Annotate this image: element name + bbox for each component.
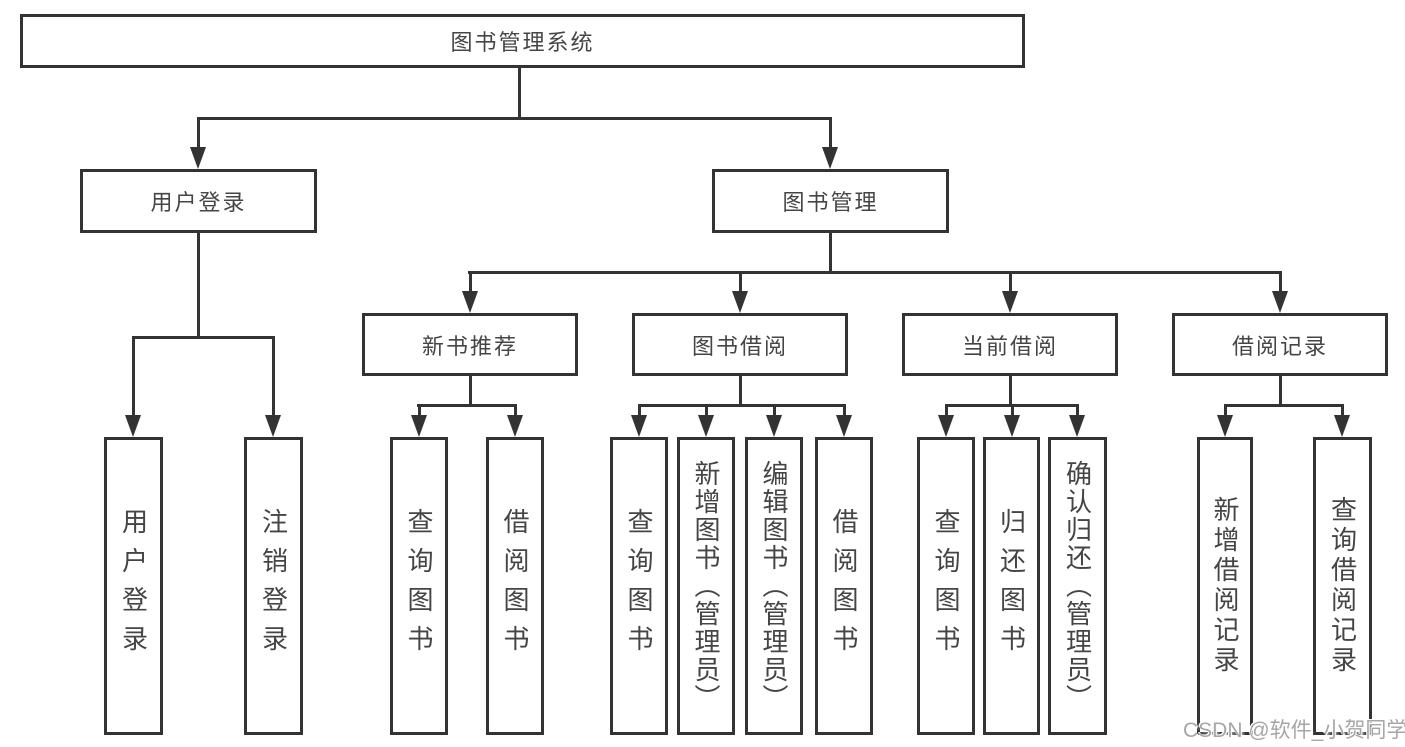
node-label: 借阅记录: [1231, 333, 1328, 359]
connector-line: [197, 120, 200, 148]
connector-line: [1341, 407, 1344, 416]
node-label: 新书推荐: [421, 333, 518, 359]
node-logout: 注销登录: [244, 437, 303, 735]
arrow-down-icon: [507, 415, 523, 437]
arrow-down-icon: [1272, 291, 1288, 313]
connector-line: [514, 407, 517, 416]
node-label: 归还图书: [996, 508, 1027, 664]
arrow-down-icon: [1004, 415, 1020, 437]
node-library-management-system: 图书管理系统: [20, 14, 1025, 68]
connector-line: [705, 407, 708, 416]
arrow-down-icon: [1217, 415, 1233, 437]
node-label: 用户登录: [150, 190, 247, 215]
connector-line: [638, 404, 846, 407]
connector-line: [468, 271, 1282, 274]
node-label: 查询图书: [624, 508, 654, 664]
node-book-borrowing: 图书借阅: [632, 313, 848, 376]
connector-line: [773, 407, 776, 416]
node-edit-book-admin: 编辑图书（管理员）: [745, 437, 803, 735]
connector-line: [1224, 407, 1227, 416]
connector-line: [469, 376, 472, 407]
node-user-login-leaf: 用户登录: [104, 437, 163, 735]
connector-line: [272, 339, 275, 415]
connector-line: [829, 233, 832, 274]
connector-line: [638, 407, 641, 416]
connector-line: [945, 407, 948, 416]
connector-line: [1279, 376, 1282, 407]
arrow-down-icon: [125, 415, 141, 437]
node-label: 当前借阅: [961, 333, 1058, 359]
node-label: 新增借阅记录: [1210, 496, 1240, 676]
arrow-down-icon: [766, 415, 782, 437]
connector-line: [1009, 274, 1012, 292]
node-label: 查询图书: [404, 508, 434, 664]
node-label: 新增图书（管理员）: [691, 460, 721, 712]
node-borrow-books-2: 借阅图书: [815, 437, 873, 735]
connector-line: [197, 233, 200, 339]
connector-line: [518, 68, 521, 120]
arrow-down-icon: [1069, 415, 1085, 437]
arrow-down-icon: [411, 415, 427, 437]
arrow-down-icon: [1002, 291, 1018, 313]
node-return-books: 归还图书: [983, 437, 1040, 735]
connector-line: [1009, 376, 1012, 407]
node-label: 查询借阅记录: [1327, 496, 1358, 676]
connector-line: [132, 336, 275, 339]
arrow-down-icon: [938, 415, 954, 437]
connector-line: [197, 117, 832, 120]
connector-line: [417, 404, 517, 407]
arrow-down-icon: [732, 291, 748, 313]
node-add-book-admin: 新增图书（管理员）: [677, 437, 735, 735]
connector-line: [843, 407, 846, 416]
node-current-borrowing: 当前借阅: [902, 313, 1118, 376]
csdn-watermark: CSDN @软件_小贺同学: [1183, 719, 1405, 742]
arrow-down-icon: [836, 415, 852, 437]
node-borrowing-records: 借阅记录: [1172, 313, 1388, 376]
node-label: 借阅图书: [829, 508, 859, 664]
node-query-books-1: 查询图书: [390, 437, 448, 735]
connector-line: [829, 120, 832, 148]
node-label: 图书管理系统: [450, 30, 595, 55]
node-borrow-books-1: 借阅图书: [486, 437, 544, 735]
connector-line: [418, 407, 421, 416]
connector-line: [1279, 274, 1282, 292]
connector-line: [1076, 407, 1079, 416]
node-label: 注销登录: [258, 508, 289, 664]
node-query-books-2: 查询图书: [610, 437, 668, 735]
node-query-books-3: 查询图书: [917, 437, 975, 735]
node-query-borrow-record: 查询借阅记录: [1313, 437, 1372, 735]
connector-line: [469, 274, 472, 292]
arrow-down-icon: [698, 415, 714, 437]
connector-line: [739, 376, 742, 407]
node-label: 查询图书: [931, 508, 961, 664]
arrow-down-icon: [822, 147, 838, 169]
node-book-management: 图书管理: [712, 169, 949, 233]
arrow-down-icon: [462, 291, 478, 313]
node-label: 图书管理: [782, 190, 879, 215]
node-confirm-return-admin: 确认归还（管理员）: [1048, 437, 1107, 735]
node-label: 图书借阅: [691, 333, 788, 359]
node-label: 用户登录: [118, 508, 149, 664]
node-label: 确认归还（管理员）: [1062, 460, 1093, 712]
connector-line: [945, 404, 1079, 407]
node-new-book-recommendation: 新书推荐: [362, 313, 578, 376]
node-label: 编辑图书（管理员）: [759, 460, 789, 712]
connector-line: [1224, 404, 1344, 407]
arrow-down-icon: [265, 415, 281, 437]
connector-line: [1011, 407, 1014, 416]
node-add-borrow-record: 新增借阅记录: [1197, 437, 1253, 735]
connector-line: [132, 339, 135, 415]
node-user-login: 用户登录: [80, 169, 317, 233]
arrow-down-icon: [1334, 415, 1350, 437]
node-label: 借阅图书: [500, 508, 530, 664]
connector-line: [739, 274, 742, 292]
arrow-down-icon: [631, 415, 647, 437]
arrow-down-icon: [190, 147, 206, 169]
